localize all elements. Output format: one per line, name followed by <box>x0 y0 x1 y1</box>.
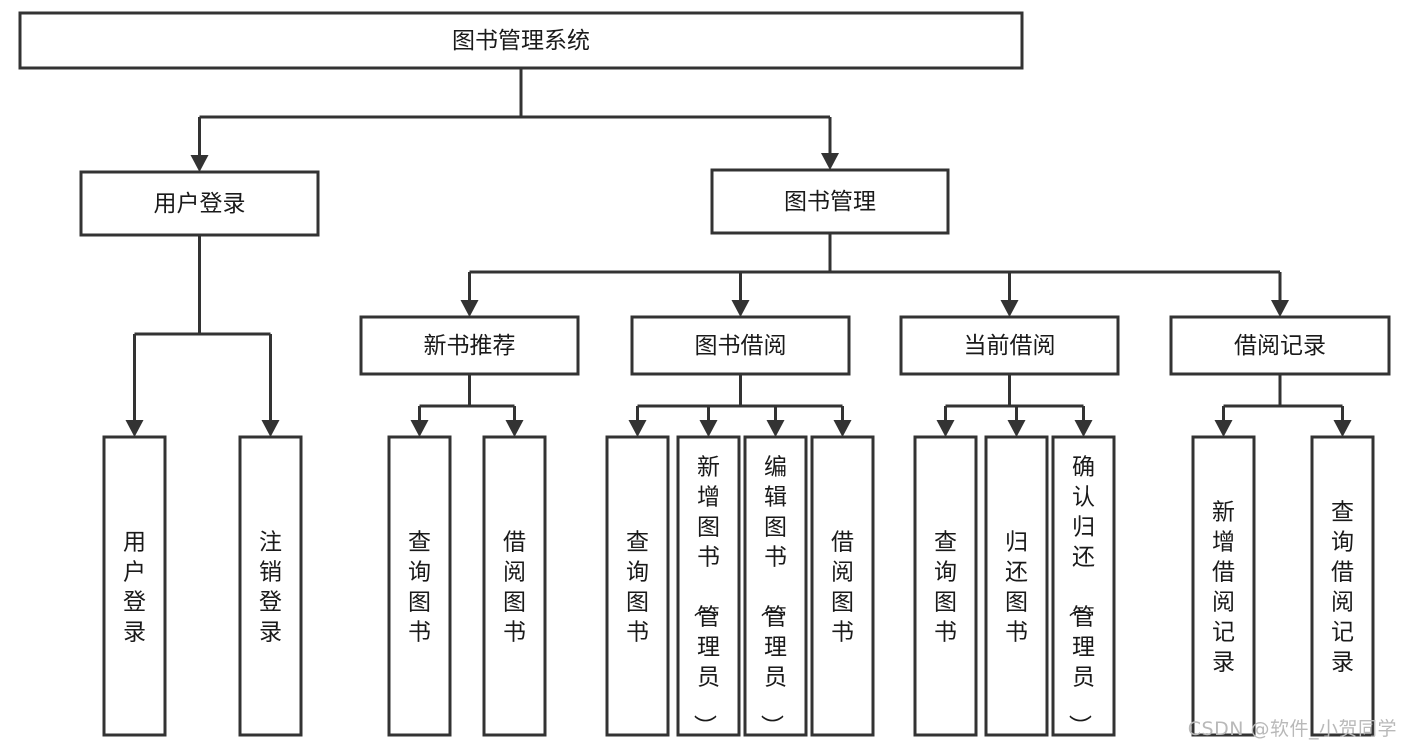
node-new-book-rec[interactable]: 新书推荐 <box>359 315 580 376</box>
node-label: 图书管理 <box>784 189 876 215</box>
arrow-head-icon <box>1007 420 1026 437</box>
node-current-borrow[interactable]: 当前借阅 <box>899 315 1120 376</box>
node-label: 用户登录 <box>123 529 146 645</box>
node-label: 查询图书 <box>934 529 957 645</box>
node-leaf-add-borrow-record[interactable]: 新增借阅记录 <box>1191 435 1256 737</box>
node-leaf-user-login[interactable]: 用户登录 <box>102 435 167 737</box>
node-label: 查询图书 <box>626 529 649 645</box>
arrow-head-icon <box>190 155 209 172</box>
arrow-head-icon <box>410 420 429 437</box>
node-box <box>1169 315 1391 376</box>
node-root[interactable]: 图书管理系统 <box>18 11 1024 70</box>
node-label: 借阅记录 <box>1234 333 1326 359</box>
node-leaf-query-book-borrow[interactable]: 查询图书 <box>605 435 670 737</box>
node-box <box>79 170 320 237</box>
csdn-watermark: CSDN @软件_小贺同学 <box>1187 718 1397 740</box>
arrow-head-icon <box>833 420 852 437</box>
arrow-head-icon <box>1074 420 1093 437</box>
arrow-head-icon <box>261 420 280 437</box>
node-label: 图书借阅 <box>695 333 787 359</box>
arrow-head-icon <box>699 420 718 437</box>
node-book-borrow[interactable]: 图书借阅 <box>630 315 851 376</box>
node-leaf-borrow-book[interactable]: 借阅图书 <box>810 435 875 737</box>
node-box <box>387 435 452 737</box>
node-label: 编辑图书（管理员） <box>758 454 787 737</box>
node-box <box>913 435 978 737</box>
node-label: 新增借阅记录 <box>1212 499 1235 675</box>
node-borrow-record[interactable]: 借阅记录 <box>1169 315 1391 376</box>
arrow-head-icon <box>936 420 955 437</box>
arrow-head-icon <box>505 420 524 437</box>
node-box <box>605 435 670 737</box>
arrow-head-icon <box>460 300 479 317</box>
node-box <box>984 435 1049 737</box>
node-leaf-confirm-return-admin[interactable]: 确认归还（管理员） <box>1051 435 1116 737</box>
arrow-head-icon <box>628 420 647 437</box>
node-leaf-query-book-rec[interactable]: 查询图书 <box>387 435 452 737</box>
node-book-manage[interactable]: 图书管理 <box>710 168 950 235</box>
arrow-head-icon <box>731 300 750 317</box>
arrow-head-icon <box>125 420 144 437</box>
node-leaf-add-book-admin[interactable]: 新增图书（管理员） <box>676 435 741 737</box>
node-label: 当前借阅 <box>964 333 1056 359</box>
node-label: 图书管理系统 <box>452 28 590 54</box>
arrow-head-icon <box>1000 300 1019 317</box>
node-box <box>676 435 741 737</box>
node-label: 借阅图书 <box>503 529 526 645</box>
arrow-head-icon <box>1333 420 1352 437</box>
arrow-head-icon <box>821 153 839 170</box>
node-box <box>238 435 303 737</box>
node-leaf-return-book[interactable]: 归还图书 <box>984 435 1049 737</box>
arrow-head-icon <box>1214 420 1233 437</box>
node-label: 确认归还（管理员） <box>1066 454 1095 737</box>
node-leaf-borrow-book-rec[interactable]: 借阅图书 <box>482 435 547 737</box>
node-label: 查询借阅记录 <box>1331 499 1354 675</box>
node-label: 查询图书 <box>408 529 431 645</box>
node-label: 新书推荐 <box>424 333 516 359</box>
node-box <box>1191 435 1256 737</box>
node-box <box>482 435 547 737</box>
node-box <box>630 315 851 376</box>
node-box <box>743 435 808 737</box>
node-box <box>359 315 580 376</box>
node-label: 注销登录 <box>259 529 282 645</box>
node-box <box>18 11 1024 70</box>
arrow-head-icon <box>1271 300 1289 317</box>
node-box <box>1310 435 1375 737</box>
node-leaf-edit-book-admin[interactable]: 编辑图书（管理员） <box>743 435 808 737</box>
node-box <box>899 315 1120 376</box>
node-box <box>810 435 875 737</box>
arrow-head-icon <box>766 420 785 437</box>
node-box <box>1051 435 1116 737</box>
node-label: 归还图书 <box>1005 529 1028 645</box>
node-box <box>102 435 167 737</box>
node-label: 借阅图书 <box>831 529 854 645</box>
node-leaf-query-borrow-record[interactable]: 查询借阅记录 <box>1310 435 1375 737</box>
node-leaf-query-book-current[interactable]: 查询图书 <box>913 435 978 737</box>
node-label: 新增图书（管理员） <box>691 454 720 737</box>
node-label: 用户登录 <box>154 191 246 217</box>
node-box <box>710 168 950 235</box>
node-leaf-user-logout[interactable]: 注销登录 <box>238 435 303 737</box>
node-user-login[interactable]: 用户登录 <box>79 170 320 237</box>
